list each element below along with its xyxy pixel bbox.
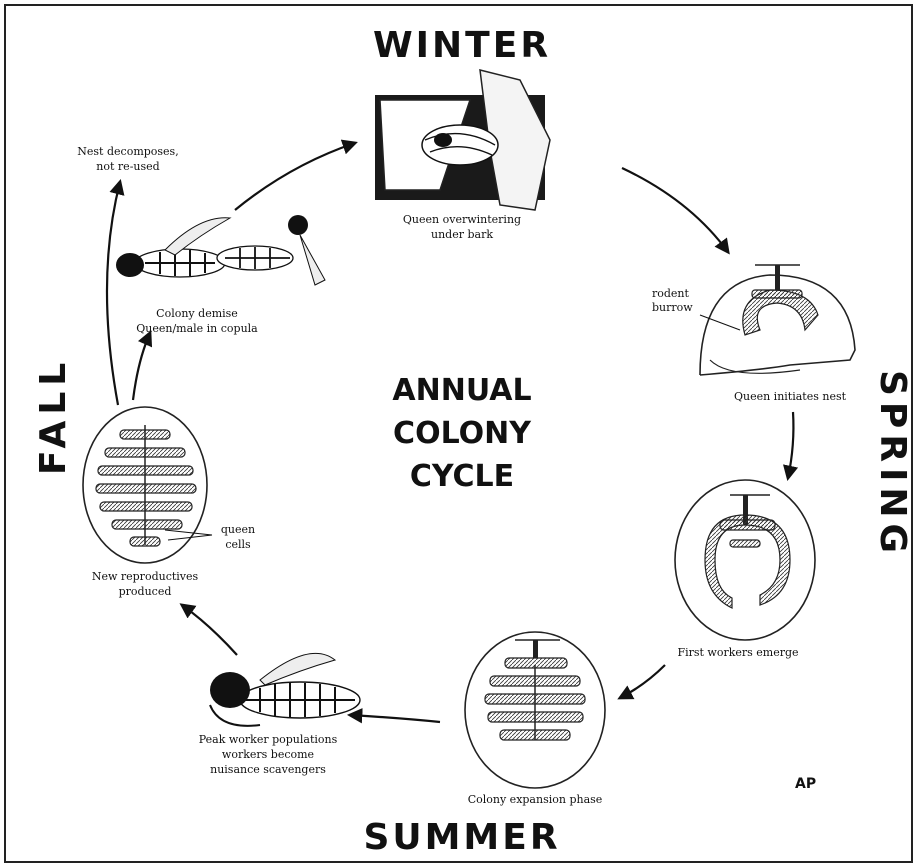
arrow-fall-to-winter [235, 143, 355, 210]
caption-nest-decomposes-line-1: Nest decomposes, [77, 145, 178, 158]
first-workers-nest-illustration [675, 480, 815, 640]
caption-rodent-burrow-line-1: rodent [652, 287, 690, 300]
caption-first-workers: First workers emerge [677, 646, 798, 659]
season-spring: SPRING [872, 370, 913, 559]
queen-under-bark-illustration [375, 70, 550, 210]
arrow-spring-to-summer [620, 665, 665, 698]
caption-queen-initiates: Queen initiates nest [734, 390, 847, 403]
caption-queen-cells-line-1: queen [221, 523, 255, 536]
center-title-line-1: ANNUAL [392, 373, 531, 408]
center-title-line-2: COLONY [393, 416, 532, 451]
colony-expansion-nest-illustration [465, 632, 605, 788]
caption-peak-line-3: nuisance scavengers [210, 763, 326, 776]
season-fall: FALL [33, 357, 74, 475]
caption-reproductives-line-1: New reproductives [92, 570, 199, 583]
caption-nest-decomposes-line-2: not re-used [96, 160, 159, 173]
arrow-reproductives-to-decompose [107, 182, 120, 405]
artist-signature: AP [795, 776, 816, 792]
center-title-line-3: CYCLE [410, 459, 514, 494]
scavenger-wasp-illustration [210, 653, 360, 726]
caption-demise-line-2: Queen/male in copula [136, 322, 258, 335]
caption-peak-line-2: workers become [222, 748, 314, 761]
arrow-summer-to-fall [182, 605, 237, 655]
season-winter: WINTER [373, 25, 551, 66]
arrow-expansion-to-peak [350, 715, 440, 722]
arrow-reproductives-to-demise [133, 333, 150, 400]
season-summer: SUMMER [363, 817, 560, 858]
caption-demise-line-1: Colony demise [156, 307, 238, 320]
caption-rodent-burrow-line-2: burrow [652, 301, 693, 314]
arrow-nest-to-workers [788, 412, 793, 478]
caption-queen-cells-line-2: cells [225, 538, 251, 551]
caption-expansion: Colony expansion phase [468, 793, 603, 806]
reproductives-nest-illustration [83, 407, 207, 563]
arrow-winter-to-spring [622, 168, 728, 252]
caption-winter-line-1: Queen overwintering [403, 213, 521, 226]
caption-peak-line-1: Peak worker populations [199, 733, 338, 746]
queen-male-copula-illustration [116, 215, 325, 285]
caption-winter-line-2: under bark [431, 228, 493, 241]
queen-initiates-nest-illustration [700, 265, 855, 375]
caption-reproductives-line-2: produced [119, 585, 172, 598]
